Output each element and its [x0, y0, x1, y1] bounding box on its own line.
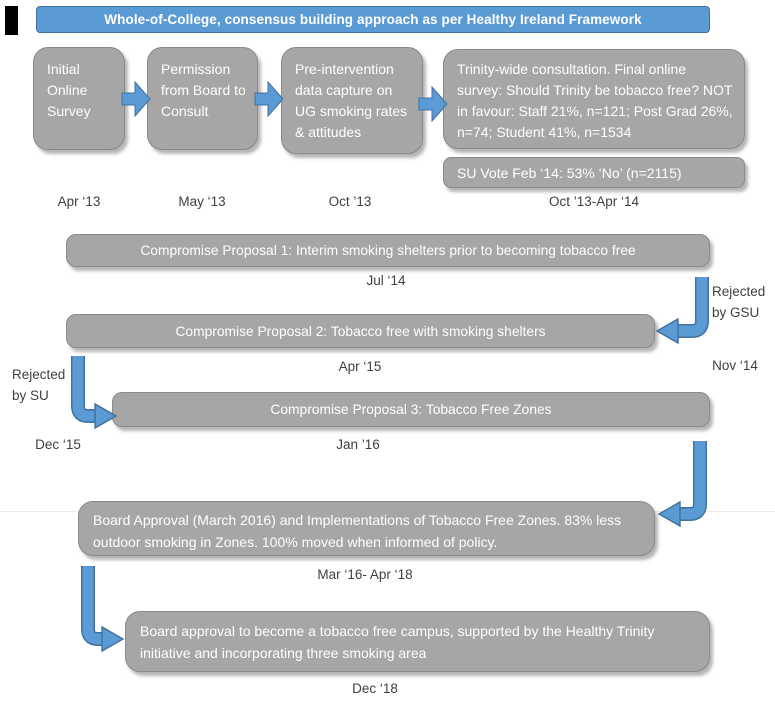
final-approval-box: Board approval to become a tobacco free … [125, 611, 710, 672]
elbow-arrow-su-icon [71, 356, 118, 430]
black-edge-mark [5, 6, 18, 35]
step-label: Trinity-wide consultation. Final online … [457, 61, 733, 140]
date-rejection-gsu: Nov ‘14 [712, 358, 758, 373]
header-banner: Whole-of-College, consensus building app… [36, 6, 710, 33]
final-approval-label: Board approval to become a tobacco free … [140, 623, 655, 661]
date-proposal-1: Jul ‘14 [366, 273, 406, 288]
flow-arrow-right-1-icon [121, 80, 151, 118]
date-proposal-2: Apr ‘15 [338, 359, 382, 374]
date-step-3: Oct ’13 [328, 194, 372, 209]
elbow-arrow-final-icon [81, 566, 125, 653]
date-step-2: May ‘13 [178, 194, 226, 209]
step-box-board-permission: Permission from Board to Consult [147, 47, 258, 150]
elbow-arrow-gsu-icon [655, 277, 709, 345]
step-box-preintervention-data: Pre-intervention data capture on UG smok… [281, 47, 423, 154]
proposal-2-bar: Compromise Proposal 2: Tobacco free with… [66, 314, 655, 348]
step-box-trinity-consultation: Trinity-wide consultation. Final online … [443, 49, 745, 149]
proposal-1-bar: Compromise Proposal 1: Interim smoking s… [66, 234, 710, 267]
date-rejection-su: Dec ‘15 [35, 437, 81, 452]
su-vote-label: SU Vote Feb ‘14: 53% ‘No’ (n=2115) [457, 164, 682, 181]
elbow-arrow-board-icon [657, 441, 707, 528]
date-board-approval: Mar ‘16- Apr ‘18 [317, 567, 413, 582]
banner-title: Whole-of-College, consensus building app… [104, 12, 642, 27]
rejected-by-gsu-label: Rejected by GSU [712, 284, 766, 320]
date-final-approval: Dec ‘18 [352, 681, 398, 696]
proposal-2-label: Compromise Proposal 2: Tobacco free with… [175, 323, 546, 339]
board-approval-label: Board Approval (March 2016) and Implemen… [93, 512, 622, 550]
date-proposal-3: Jan ’16 [336, 437, 380, 452]
flow-arrow-right-2-icon [254, 80, 284, 118]
proposal-1-label: Compromise Proposal 1: Interim smoking s… [140, 243, 636, 258]
step-label: Initial Online Survey [47, 61, 91, 119]
date-step-1: Apr ‘13 [57, 194, 101, 209]
board-approval-box: Board Approval (March 2016) and Implemen… [78, 501, 655, 556]
step-label: Permission from Board to Consult [161, 61, 246, 119]
proposal-3-label: Compromise Proposal 3: Tobacco Free Zone… [270, 402, 552, 417]
step-label: Pre-intervention data capture on UG smok… [295, 61, 408, 140]
step-box-initial-survey: Initial Online Survey [33, 47, 125, 150]
rejected-by-su-label: Rejected by SU [12, 367, 66, 403]
date-step-4: Oct ’13-Apr ‘14 [548, 194, 640, 209]
su-vote-box: SU Vote Feb ‘14: 53% ‘No’ (n=2115) [443, 157, 745, 188]
proposal-3-bar: Compromise Proposal 3: Tobacco Free Zone… [112, 392, 710, 427]
